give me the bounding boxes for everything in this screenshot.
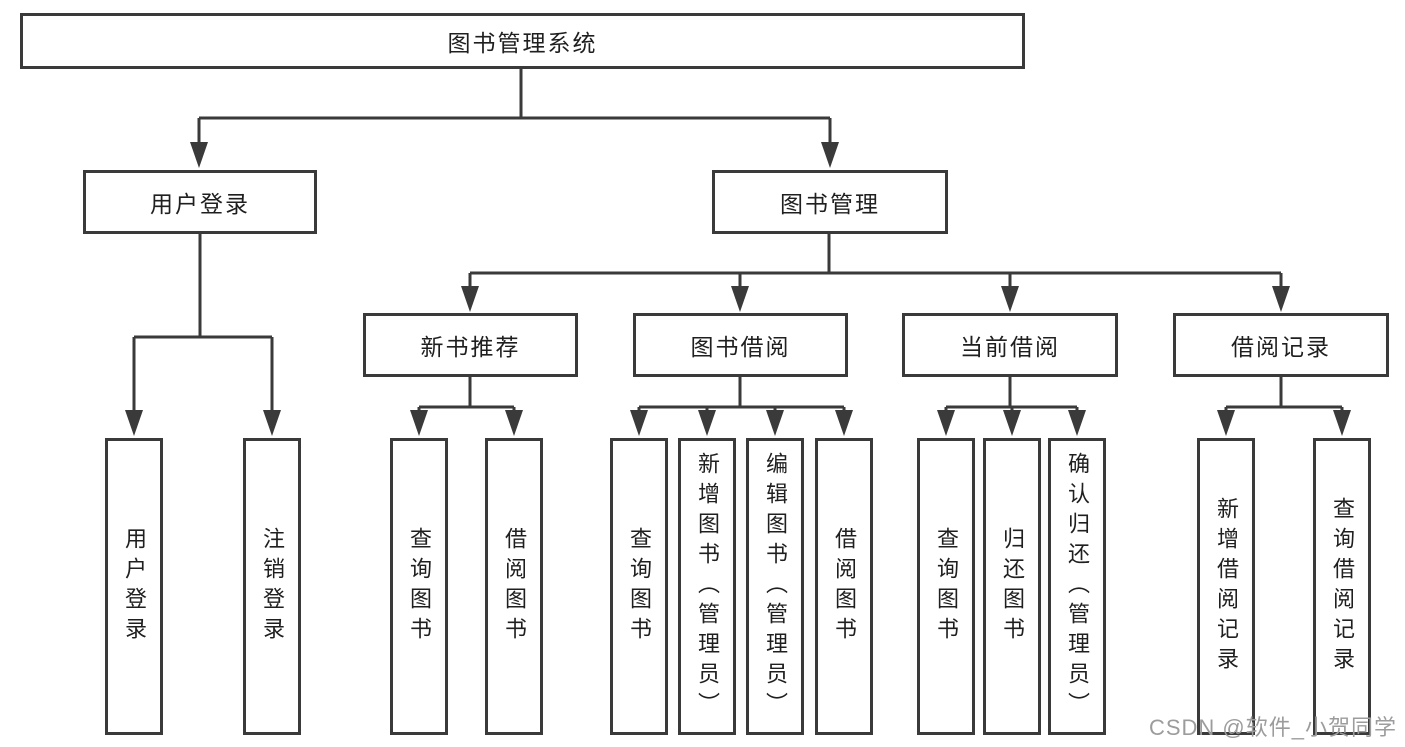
leaf-query-books-current: 查询图书 (917, 438, 975, 735)
leaf-return-books-label: 归还图书 (1000, 526, 1025, 647)
leaf-user-login: 用户登录 (105, 438, 163, 735)
leaf-logout-label: 注销登录 (260, 526, 285, 647)
node-current-borrow: 当前借阅 (902, 313, 1118, 377)
node-book-borrow: 图书借阅 (633, 313, 848, 377)
leaf-query-borrow-record-label: 查询借阅记录 (1330, 496, 1355, 677)
node-book-management: 图书管理 (712, 170, 948, 234)
watermark: CSDN @软件_小贺同学 (1148, 715, 1397, 740)
leaf-edit-book-admin-label: 编辑图书（管理员） (763, 451, 788, 722)
leaf-return-books: 归还图书 (983, 438, 1041, 735)
leaf-query-books-recommend-label: 查询图书 (407, 526, 432, 647)
leaf-borrow-books-label: 借阅图书 (832, 526, 857, 647)
leaf-add-book-admin: 新增图书（管理员） (678, 438, 736, 735)
leaf-logout: 注销登录 (243, 438, 301, 735)
leaf-borrow-books: 借阅图书 (815, 438, 873, 735)
leaf-borrow-books-recommend: 借阅图书 (485, 438, 543, 735)
leaf-query-books-borrow-label: 查询图书 (627, 526, 652, 647)
node-borrow-records: 借阅记录 (1173, 313, 1389, 377)
node-new-book-recommend: 新书推荐 (363, 313, 578, 377)
node-library-management-system: 图书管理系统 (20, 13, 1025, 69)
leaf-query-books-recommend: 查询图书 (390, 438, 448, 735)
node-user-login: 用户登录 (83, 170, 317, 234)
leaf-add-book-admin-label: 新增图书（管理员） (695, 451, 720, 722)
leaf-add-borrow-record: 新增借阅记录 (1197, 438, 1255, 735)
leaf-edit-book-admin: 编辑图书（管理员） (746, 438, 804, 735)
leaf-add-borrow-record-label: 新增借阅记录 (1214, 496, 1239, 677)
leaf-query-books-current-label: 查询图书 (934, 526, 959, 647)
leaf-confirm-return-admin: 确认归还（管理员） (1048, 438, 1106, 735)
leaf-user-login-label: 用户登录 (122, 526, 147, 647)
leaf-borrow-books-recommend-label: 借阅图书 (502, 526, 527, 647)
leaf-query-books-borrow: 查询图书 (610, 438, 668, 735)
leaf-query-borrow-record: 查询借阅记录 (1313, 438, 1371, 735)
leaf-confirm-return-admin-label: 确认归还（管理员） (1065, 451, 1090, 722)
